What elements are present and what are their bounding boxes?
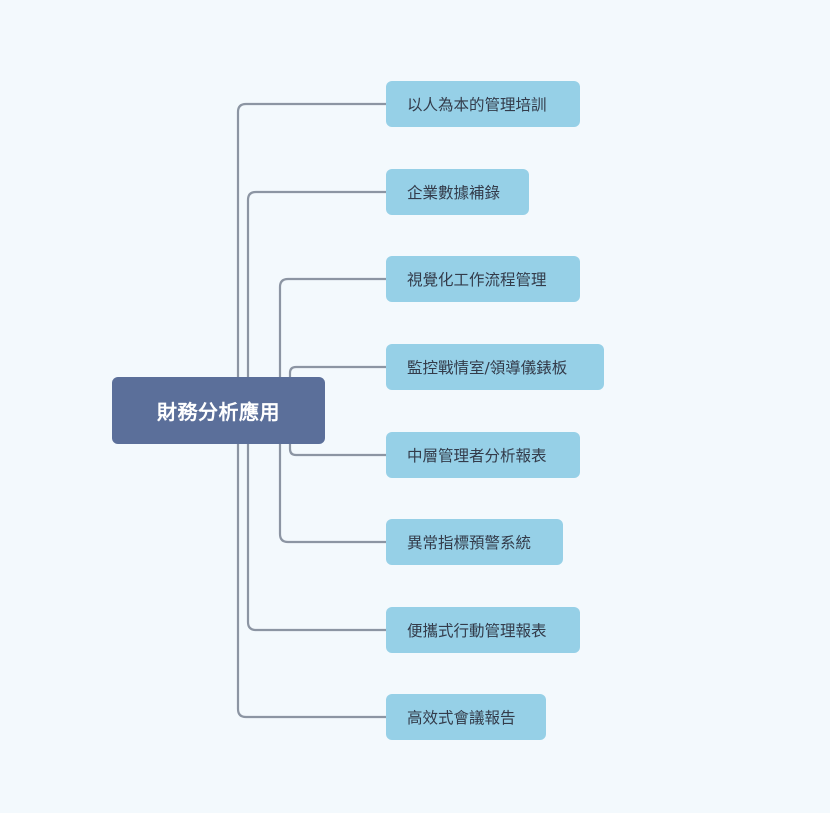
root-node-label: 財務分析應用 [157,400,280,424]
child-node-label: 便攜式行動管理報表 [407,622,547,640]
child-node[interactable]: 視覺化工作流程管理 [386,256,580,302]
connector-line [278,277,388,382]
child-node[interactable]: 便攜式行動管理報表 [386,607,580,653]
child-node-label: 中層管理者分析報表 [407,447,547,465]
child-node-label: 以人為本的管理培訓 [407,96,547,114]
connector-line [236,442,388,719]
child-node-label: 監控戰情室/領導儀錶板 [407,359,568,377]
child-node-label: 異常指標預警系統 [407,534,532,552]
root-node[interactable]: 財務分析應用 [112,377,325,444]
child-node[interactable]: 監控戰情室/領導儀錶板 [386,344,604,390]
connector-line [288,442,388,457]
child-node[interactable]: 異常指標預警系統 [386,519,563,565]
connector-line [246,190,388,382]
connector-line [246,442,388,632]
connector-line [278,442,388,544]
child-node-label: 高效式會議報告 [407,709,516,727]
child-node[interactable]: 中層管理者分析報表 [386,432,580,478]
child-node[interactable]: 高效式會議報告 [386,694,546,740]
child-node[interactable]: 企業數據補錄 [386,169,529,215]
connector-line [288,365,388,382]
child-node[interactable]: 以人為本的管理培訓 [386,81,580,127]
connector-line [236,102,388,382]
child-node-label: 企業數據補錄 [407,184,501,202]
child-node-label: 視覺化工作流程管理 [407,271,547,289]
